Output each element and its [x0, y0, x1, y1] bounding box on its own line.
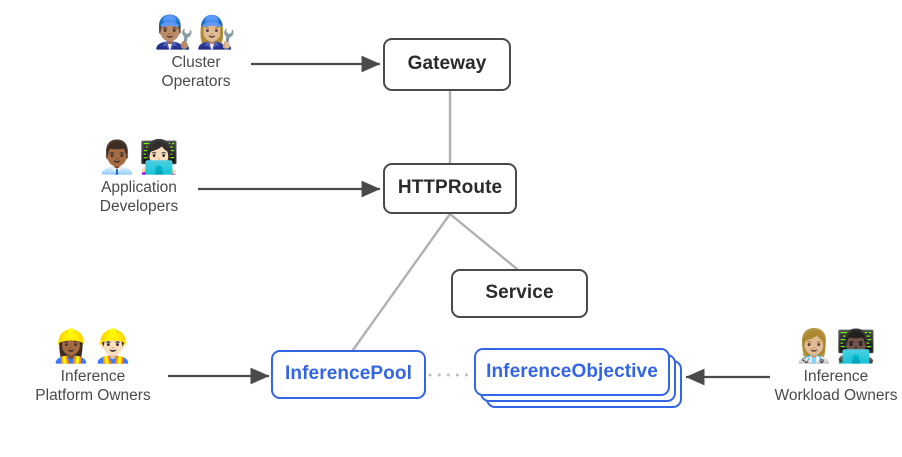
cluster-operators-icons: 👨🏽‍🔧👩🏼‍🔧 [154, 14, 238, 50]
inference-workload-owners-label: Inference Workload Owners [774, 368, 898, 405]
application-developers-icons: 👨🏾‍💼👩🏻‍💻 [97, 139, 181, 175]
persona-cluster-operators[interactable]: 👨🏽‍🔧👩🏼‍🔧 Cluster Operators [133, 16, 259, 92]
node-httproute-label: HTTPRoute [397, 177, 503, 199]
inference-platform-owners-label: Inference Platform Owners [35, 368, 151, 405]
edge-httproute-to-inferencepool [351, 212, 452, 352]
node-inferenceobjective-label: InferenceObjective [486, 360, 658, 382]
node-httproute[interactable]: HTTPRoute [383, 163, 517, 214]
cluster-operators-label: Cluster Operators [161, 54, 231, 91]
inference-workload-owners-icons: 👩🏼‍⚕️👨🏿‍💻 [794, 328, 878, 364]
node-inferenceobjective-stack[interactable]: InferenceObjective [474, 348, 694, 412]
node-gateway-label: Gateway [407, 53, 487, 75]
persona-application-developers[interactable]: 👨🏾‍💼👩🏻‍💻 Application Developers [76, 141, 202, 217]
node-inferencepool[interactable]: InferencePool [271, 350, 426, 399]
node-service[interactable]: Service [451, 269, 588, 318]
application-developers-label: Application Developers [99, 179, 179, 216]
node-service-label: Service [485, 282, 554, 304]
edge-httproute-to-service [448, 212, 519, 271]
node-inferencepool-label: InferencePool [285, 363, 412, 385]
node-inferenceobjective[interactable]: InferenceObjective [474, 348, 670, 396]
persona-inference-workload-owners[interactable]: 👩🏼‍⚕️👨🏿‍💻 Inference Workload Owners [770, 330, 902, 406]
persona-inference-platform-owners[interactable]: 👷🏾‍♀️👷🏻‍♂️ Inference Platform Owners [20, 330, 166, 406]
inference-platform-owners-icons: 👷🏾‍♀️👷🏻‍♂️ [51, 328, 135, 364]
node-gateway[interactable]: Gateway [383, 38, 511, 91]
